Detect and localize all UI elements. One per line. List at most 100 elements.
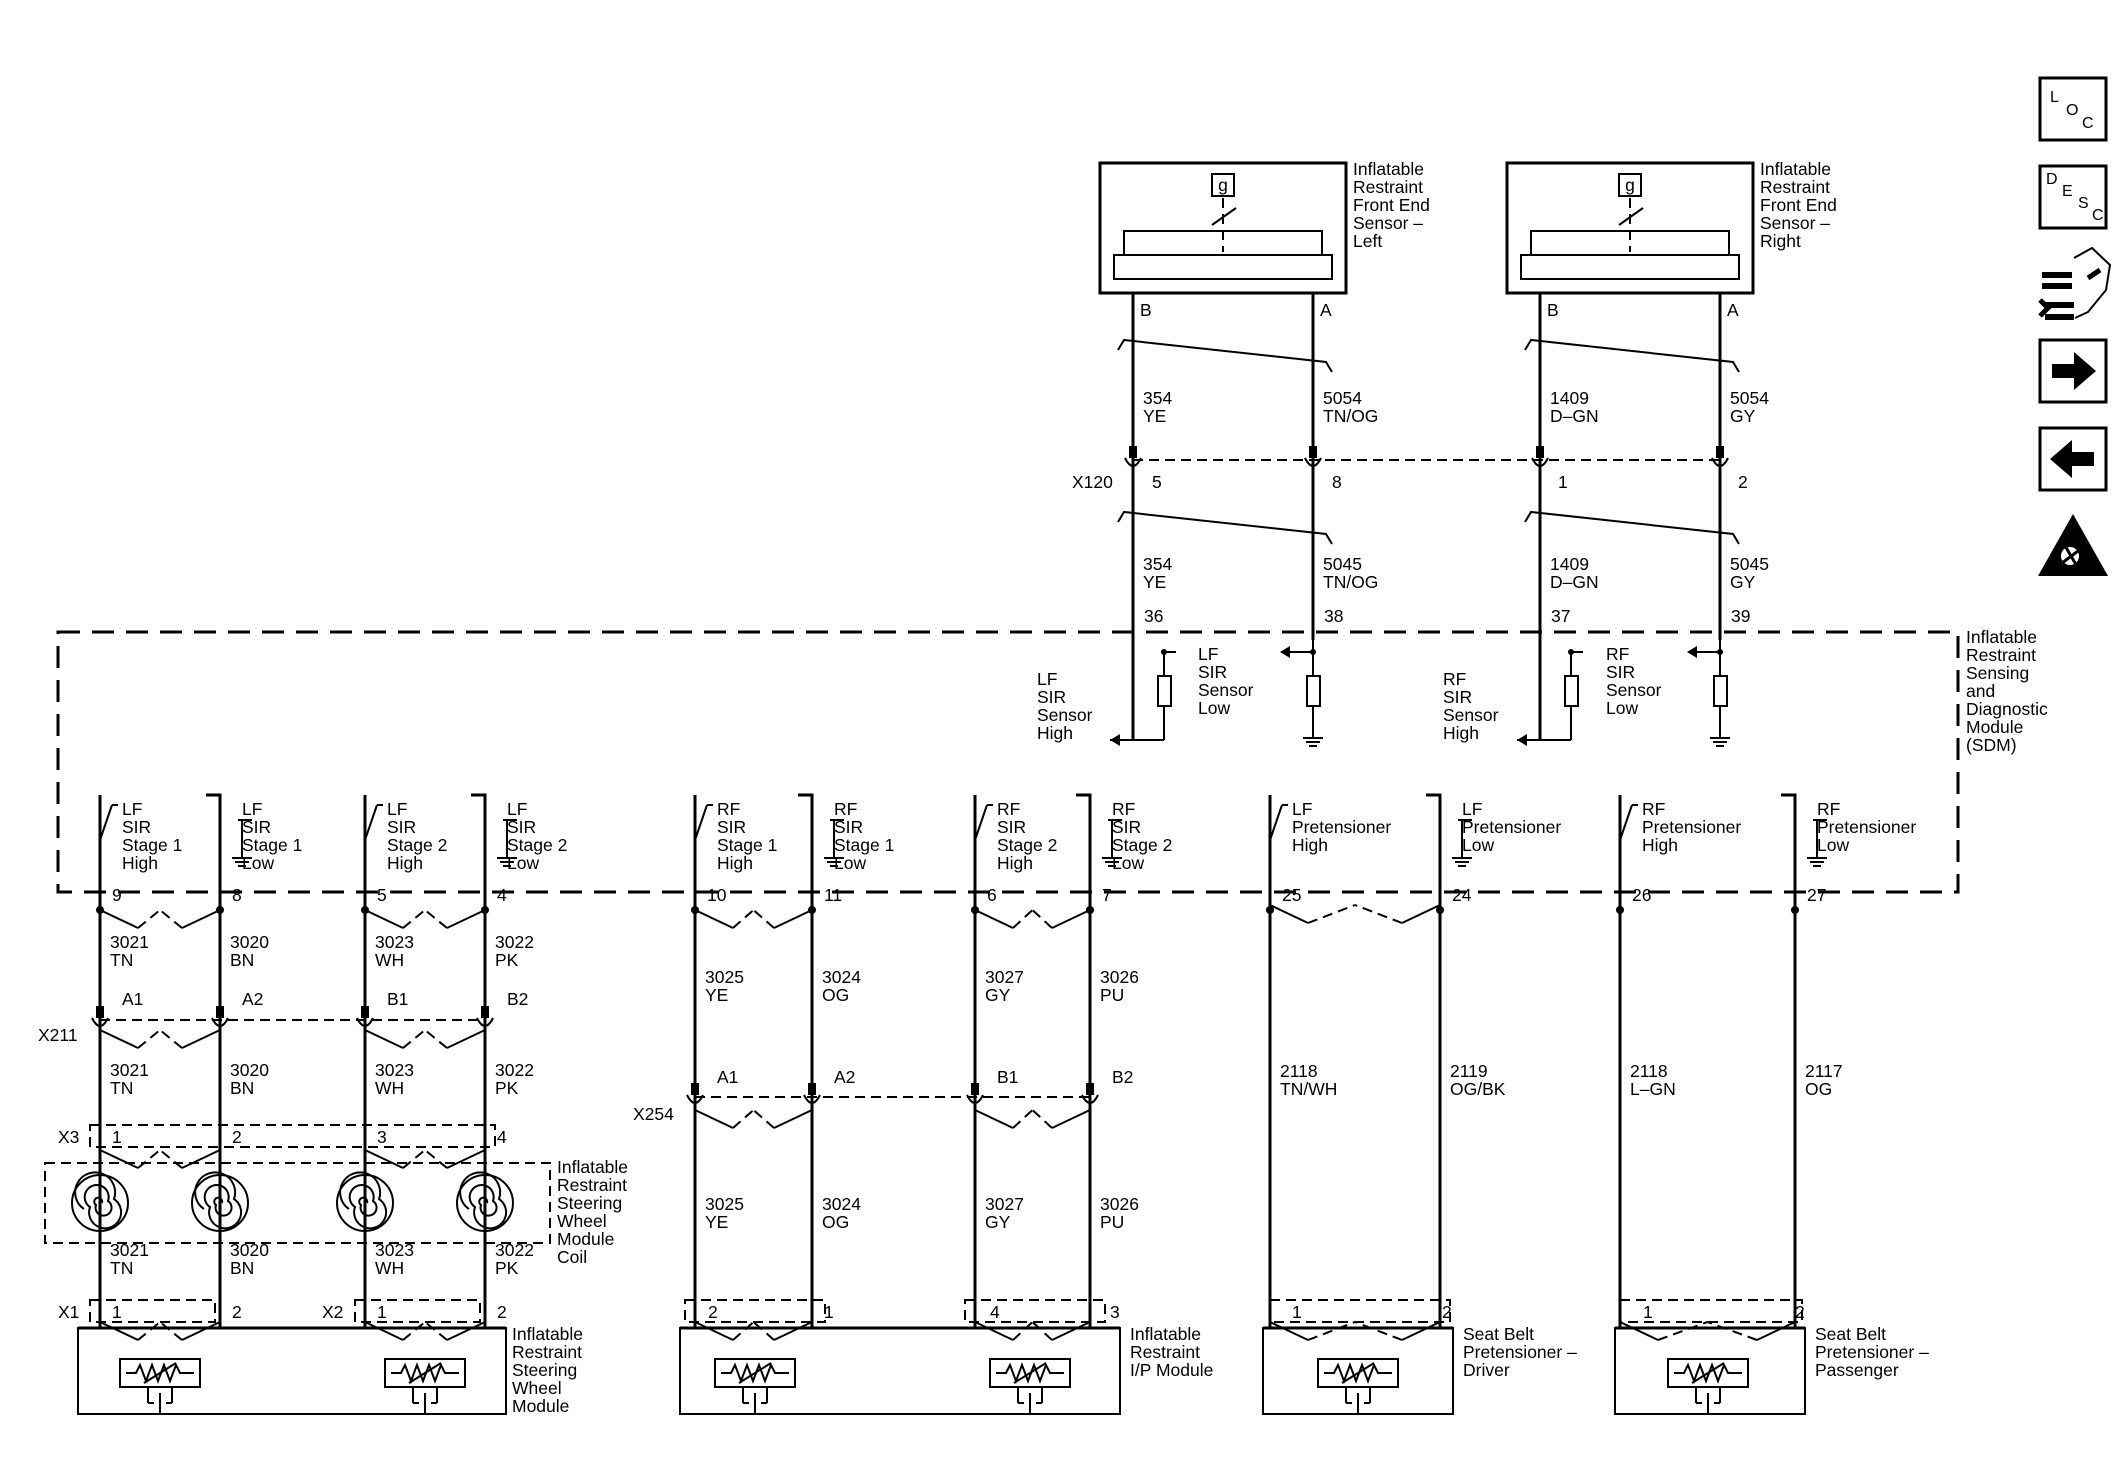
- label-line: Sensor –: [1353, 213, 1423, 233]
- shorting-bar: [99, 909, 221, 929]
- shorting-bar: [1269, 1321, 1441, 1341]
- shorting-bar: [1269, 904, 1441, 924]
- connector-x254: X254 A1 A2 B1 B2: [633, 1067, 1133, 1124]
- next-arrow-button[interactable]: [2038, 338, 2108, 404]
- label-line: LF: [1037, 669, 1057, 689]
- pin-label: 1: [1643, 1302, 1653, 1322]
- label-line: YE: [1143, 406, 1166, 426]
- pin-label: 2: [1795, 1302, 1805, 1322]
- description-button[interactable]: D E S C: [2038, 164, 2108, 230]
- label-line: 3020: [230, 1060, 269, 1080]
- pin-label: 39: [1731, 606, 1750, 626]
- label-line: Left: [1353, 231, 1382, 251]
- connector-name: X3: [58, 1127, 79, 1147]
- pin-label: A: [1727, 300, 1739, 320]
- label-line: Stage 2: [387, 835, 447, 855]
- label-line: GY: [1730, 406, 1756, 426]
- ground-glyph: g: [1625, 175, 1635, 195]
- label-line: Restraint: [1966, 645, 2036, 665]
- label-line: Stage 2: [507, 835, 567, 855]
- label-line: LF: [1198, 644, 1218, 664]
- shorting-bar: [1619, 1321, 1796, 1341]
- label-line: SIR: [122, 817, 151, 837]
- shorting-bar: [364, 909, 486, 929]
- label-line: BN: [230, 1078, 254, 1098]
- label-line: Module: [1966, 717, 2023, 737]
- label-line: Front End: [1760, 195, 1837, 215]
- pin-label: 2: [708, 1302, 718, 1322]
- back-arrow-button[interactable]: [2038, 426, 2108, 492]
- pin-label: 2: [232, 1127, 242, 1147]
- connector-name: X254: [633, 1104, 674, 1124]
- ground-glyph: g: [1218, 175, 1228, 195]
- label-line: RF: [1642, 799, 1665, 819]
- pin-label: B: [1547, 300, 1559, 320]
- label-line: LF: [122, 799, 142, 819]
- connector-name: X2: [322, 1302, 343, 1322]
- label-line: Inflatable: [1966, 627, 2037, 647]
- label-line: 3026: [1100, 1194, 1139, 1214]
- label-line: RF: [717, 799, 740, 819]
- label-line: TN/WH: [1280, 1079, 1337, 1099]
- pin-label: 4: [990, 1302, 1000, 1322]
- pin-label: 3: [1110, 1302, 1120, 1322]
- label-line: 3024: [822, 1194, 861, 1214]
- label-line: 3022: [495, 1060, 534, 1080]
- label-line: YE: [705, 1212, 728, 1232]
- label-line: D–GN: [1550, 406, 1599, 426]
- label-line: 354: [1143, 388, 1172, 408]
- label-line: RF: [1817, 799, 1840, 819]
- label-line: High: [387, 853, 423, 873]
- label-line: Low: [1606, 698, 1638, 718]
- label-line: LF: [387, 799, 407, 819]
- label-line: SIR: [717, 817, 746, 837]
- label-line: LF: [1462, 799, 1482, 819]
- esd-warning-icon[interactable]: [2038, 514, 2108, 576]
- connector-tools-icon[interactable]: [2038, 246, 2112, 320]
- label-line: Restraint: [557, 1175, 627, 1195]
- label-line: 2117: [1805, 1061, 1843, 1081]
- shorting-bar: [99, 1149, 221, 1169]
- shorting-bar: [694, 909, 813, 929]
- label-line: Module: [557, 1229, 614, 1249]
- label-line: BN: [230, 950, 254, 970]
- label-line: PK: [495, 1258, 519, 1278]
- label-line: Stage 2: [997, 835, 1057, 855]
- label-line: 3020: [230, 932, 269, 952]
- shorting-bar: [694, 1321, 813, 1341]
- label-line: SIR: [387, 817, 416, 837]
- location-button[interactable]: L O C: [2038, 76, 2108, 142]
- label-line: WH: [375, 1078, 404, 1098]
- label-line: SIR: [242, 817, 271, 837]
- label-line: SIR: [1112, 817, 1141, 837]
- label-line: 3023: [375, 1240, 414, 1260]
- desc-letter: D: [2046, 171, 2058, 188]
- label-line: High: [1037, 723, 1073, 743]
- label-line: Inflatable: [1130, 1324, 1201, 1344]
